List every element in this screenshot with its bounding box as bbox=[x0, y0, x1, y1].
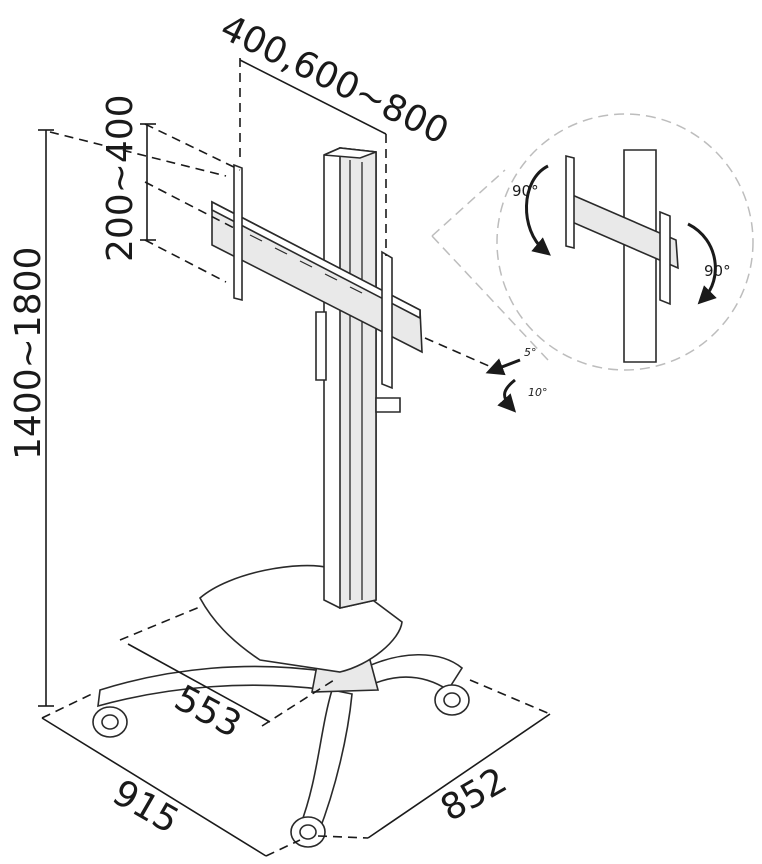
total-height-label: 1400~1800 bbox=[8, 247, 49, 460]
vesa-mount bbox=[211, 163, 423, 390]
rotation-inset: 90° 90° bbox=[431, 113, 754, 371]
base-assembly bbox=[92, 564, 470, 848]
wheel-right bbox=[434, 684, 470, 716]
column bbox=[315, 147, 401, 609]
tilt-up-label: 5° bbox=[524, 346, 537, 359]
tilt-down-label: 10° bbox=[528, 386, 548, 399]
rotate-right-label: 90° bbox=[704, 262, 731, 280]
base-width-label: 915 bbox=[106, 772, 186, 842]
rotate-left-label: 90° bbox=[512, 182, 539, 200]
vesa-width-label: 400,600~800 bbox=[214, 7, 455, 152]
dimension-lines bbox=[38, 58, 551, 857]
vesa-height-label: 200~400 bbox=[100, 94, 141, 262]
tilt-indicator: 5° 10° bbox=[485, 346, 548, 413]
base-depth-label: 852 bbox=[434, 760, 514, 830]
wheel-left bbox=[92, 706, 128, 738]
